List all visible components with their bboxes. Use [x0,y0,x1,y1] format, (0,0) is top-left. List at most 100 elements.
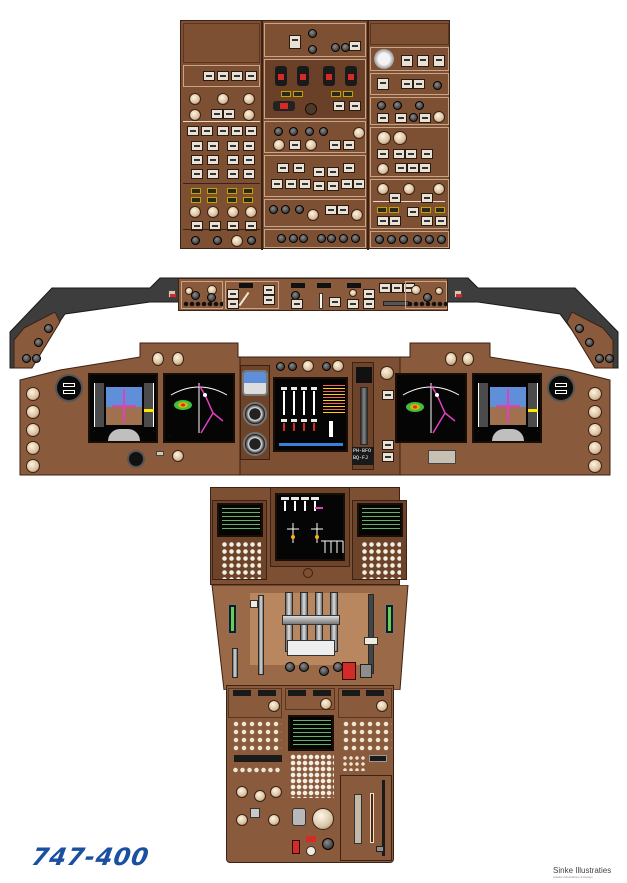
rotary-knob[interactable] [393,101,402,110]
efis-knob[interactable] [411,285,421,295]
master-warning-left[interactable] [168,290,176,298]
evac-selector[interactable] [322,838,334,850]
left-nav-keys[interactable] [232,766,282,774]
rotary-knob[interactable] [281,205,290,214]
toggle-switch[interactable] [308,45,317,54]
mcp-button[interactable] [329,297,341,307]
selector-knob[interactable] [588,387,602,401]
switch[interactable] [405,149,417,159]
fuel-control-knob-2[interactable] [299,662,309,672]
switch[interactable] [382,440,394,450]
rotary-knob[interactable] [289,234,298,243]
switch[interactable] [209,221,221,231]
switch[interactable] [413,79,425,89]
rotary-knob[interactable] [277,234,286,243]
switch[interactable] [395,163,407,173]
selector-knob[interactable] [243,109,255,121]
toggle-switch[interactable] [322,362,331,371]
selector-knob[interactable] [243,93,255,105]
switch[interactable] [435,216,447,226]
efis-buttons[interactable] [183,301,223,307]
toggle-switch[interactable] [399,235,408,244]
switch[interactable] [289,35,301,49]
fo-nd-knob[interactable] [445,352,457,366]
rotary-knob[interactable] [415,101,424,110]
right-vhf-knob[interactable] [376,700,388,712]
selector-knob[interactable] [26,423,40,437]
temp-knob[interactable] [377,131,391,145]
switch[interactable] [211,109,223,119]
switch[interactable] [389,216,401,226]
switch[interactable] [227,141,239,151]
rotary-knob[interactable] [22,354,31,363]
switch[interactable] [433,55,445,67]
switch[interactable] [243,141,255,151]
switch[interactable] [245,71,257,81]
switch[interactable] [285,179,297,189]
fire-handle-4[interactable] [345,66,357,86]
rotary-knob[interactable] [299,234,308,243]
left-cdu-keypad[interactable] [221,541,261,579]
selector-knob[interactable] [588,441,602,455]
switch[interactable] [419,113,431,123]
selector-knob[interactable] [377,183,389,195]
rotary-knob[interactable] [34,338,43,347]
switch[interactable] [293,163,305,173]
alternate-stab-switch[interactable] [232,648,238,678]
fuel-control-knob-3[interactable] [319,666,329,676]
toggle-switch[interactable] [413,235,422,244]
rotary-knob[interactable] [231,235,243,247]
right-trim-handle[interactable] [376,846,384,852]
fuel-control-knob-1[interactable] [285,662,295,672]
switch[interactable] [223,109,235,119]
selector-knob[interactable] [307,209,319,221]
selector-knob[interactable] [207,206,219,218]
switch[interactable] [393,149,405,159]
selector-knob[interactable] [26,387,40,401]
left-vhf-knob[interactable] [268,700,280,712]
switch[interactable] [417,55,429,67]
switch[interactable] [191,221,203,231]
mcp-button[interactable] [363,289,375,299]
toggle-switch[interactable] [387,235,396,244]
selector-knob[interactable] [433,183,445,195]
rotary-knob[interactable] [317,234,326,243]
rotary-knob[interactable] [605,354,614,363]
selector-knob[interactable] [26,459,40,473]
right-audio-panel[interactable] [342,720,392,752]
efis-knob[interactable] [435,287,443,295]
captain-lower-knob[interactable] [172,450,184,462]
switch[interactable] [325,205,337,215]
fire-handle-1[interactable] [275,66,287,86]
fuel-cutoff-switches[interactable] [342,662,356,680]
parking-brake-panel[interactable] [360,664,372,678]
ap-cmd-button[interactable] [391,283,403,293]
switch[interactable] [419,163,431,173]
mcp-button[interactable] [263,295,275,305]
mcp-button[interactable] [263,285,275,295]
mcp-button[interactable] [347,299,359,309]
switch[interactable] [207,141,219,151]
toggle-switch[interactable] [308,29,317,38]
fire-handle-2[interactable] [297,66,309,86]
weather-radar-knob-3[interactable] [270,786,282,798]
rotary-knob[interactable] [289,127,298,136]
stab-trim-lever[interactable] [370,793,374,843]
selector-knob[interactable] [245,206,257,218]
switch[interactable] [227,169,239,179]
switch[interactable] [191,169,203,179]
switch[interactable] [217,71,229,81]
transponder-keys[interactable] [342,755,366,771]
switch[interactable] [245,126,257,136]
switch[interactable] [353,179,365,189]
apu-fire-handle[interactable] [273,101,295,111]
master-warning-right[interactable] [454,290,462,298]
evac-horn-button[interactable] [306,846,316,856]
switch[interactable] [217,126,229,136]
rotary-knob[interactable] [351,234,360,243]
switch[interactable] [421,193,433,203]
rotary-knob[interactable] [339,234,348,243]
rudder-trim-knob[interactable] [312,808,334,830]
switch[interactable] [401,55,413,67]
switch[interactable] [337,205,349,215]
